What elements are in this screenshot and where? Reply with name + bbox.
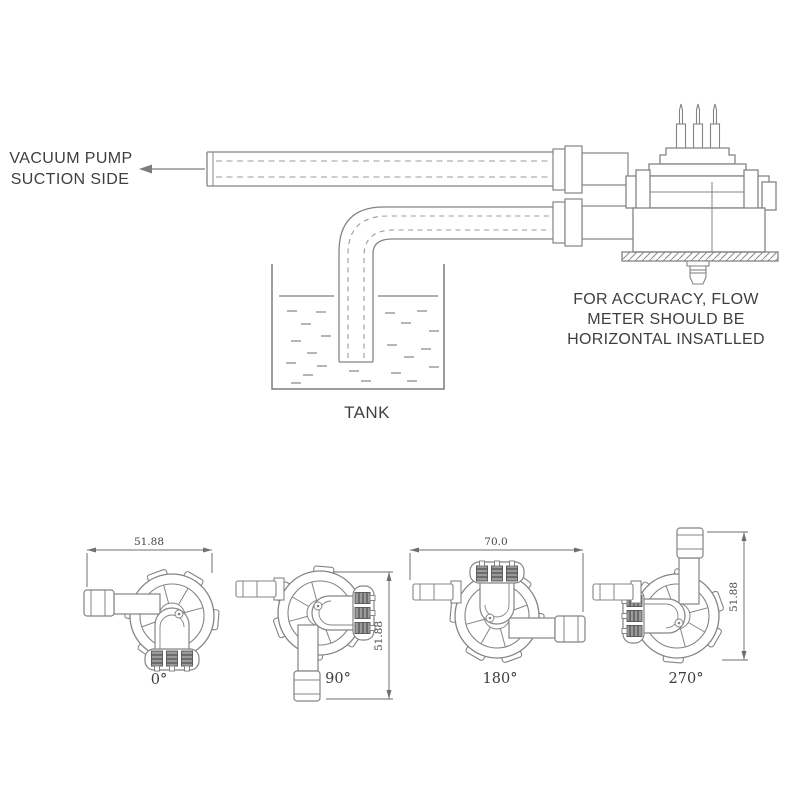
connector-pins <box>675 103 721 151</box>
vacuum-pump-label-line2: SUCTION SIDE <box>11 171 130 188</box>
tank-label: TANK <box>344 403 390 422</box>
orientation-views <box>83 527 724 702</box>
view-label-90: 90° <box>325 671 351 687</box>
spoke <box>163 584 170 604</box>
dimension-180deg <box>409 547 584 612</box>
connector-housing <box>659 147 736 165</box>
spoke <box>499 628 506 648</box>
flow-meter-side-view <box>621 103 779 285</box>
dimension-270deg <box>707 531 748 661</box>
vacuum-pump-label-line1: VACUUM PUMP <box>9 150 132 167</box>
outlet-tube <box>293 624 321 702</box>
mounting-plate <box>621 251 779 262</box>
dimension-value-90: 51.88 <box>373 621 385 651</box>
dimension-value-180: 70.0 <box>484 536 507 548</box>
spoke <box>288 615 308 622</box>
tank <box>271 264 445 390</box>
inlet-barb <box>235 577 285 601</box>
install-note-line3: HORIZONTAL INSATLLED <box>567 331 765 348</box>
left-arrow <box>139 164 205 174</box>
terminal-block <box>469 560 525 584</box>
spoke <box>292 596 309 607</box>
spoke <box>679 628 686 648</box>
inlet-barb <box>412 580 462 604</box>
view-label-270: 270° <box>669 671 704 687</box>
spoke <box>689 607 709 614</box>
spoke <box>465 618 485 625</box>
suction-pipe <box>206 151 553 187</box>
dimension-90deg <box>326 571 393 700</box>
terminal-block <box>144 648 200 672</box>
drain-nozzle <box>686 260 710 285</box>
lower-neck <box>581 205 635 240</box>
spoke <box>184 607 204 614</box>
spoke <box>178 588 189 605</box>
outlet-tube <box>83 589 161 617</box>
water-dashes <box>286 310 439 384</box>
inlet-barb <box>592 580 642 604</box>
view-label-180: 180° <box>483 671 518 687</box>
terminal-block <box>352 585 376 641</box>
install-note-line2: METER SHOULD BE <box>587 311 744 328</box>
outlet-tube <box>676 527 704 605</box>
meter-front-view-270 <box>592 527 724 664</box>
upper-neck <box>581 152 629 186</box>
spoke <box>688 622 705 633</box>
lower-housing <box>632 207 766 253</box>
tank-pipe <box>338 206 553 363</box>
spoke <box>311 581 318 601</box>
view-label-0: 0° <box>151 672 167 688</box>
hose-couplers <box>552 145 635 247</box>
meter-front-view-0 <box>83 569 220 672</box>
dimension-0deg <box>86 547 213 587</box>
meter-front-view-90 <box>235 565 376 702</box>
meter-front-view-180 <box>412 560 586 663</box>
outlet-tube <box>508 615 586 643</box>
install-note-line1: FOR ACCURACY, FLOW <box>573 291 759 308</box>
spoke <box>480 627 491 644</box>
top-flange <box>648 163 747 177</box>
dimension-value-0: 51.88 <box>134 536 164 548</box>
dimension-value-270: 51.88 <box>728 582 740 612</box>
